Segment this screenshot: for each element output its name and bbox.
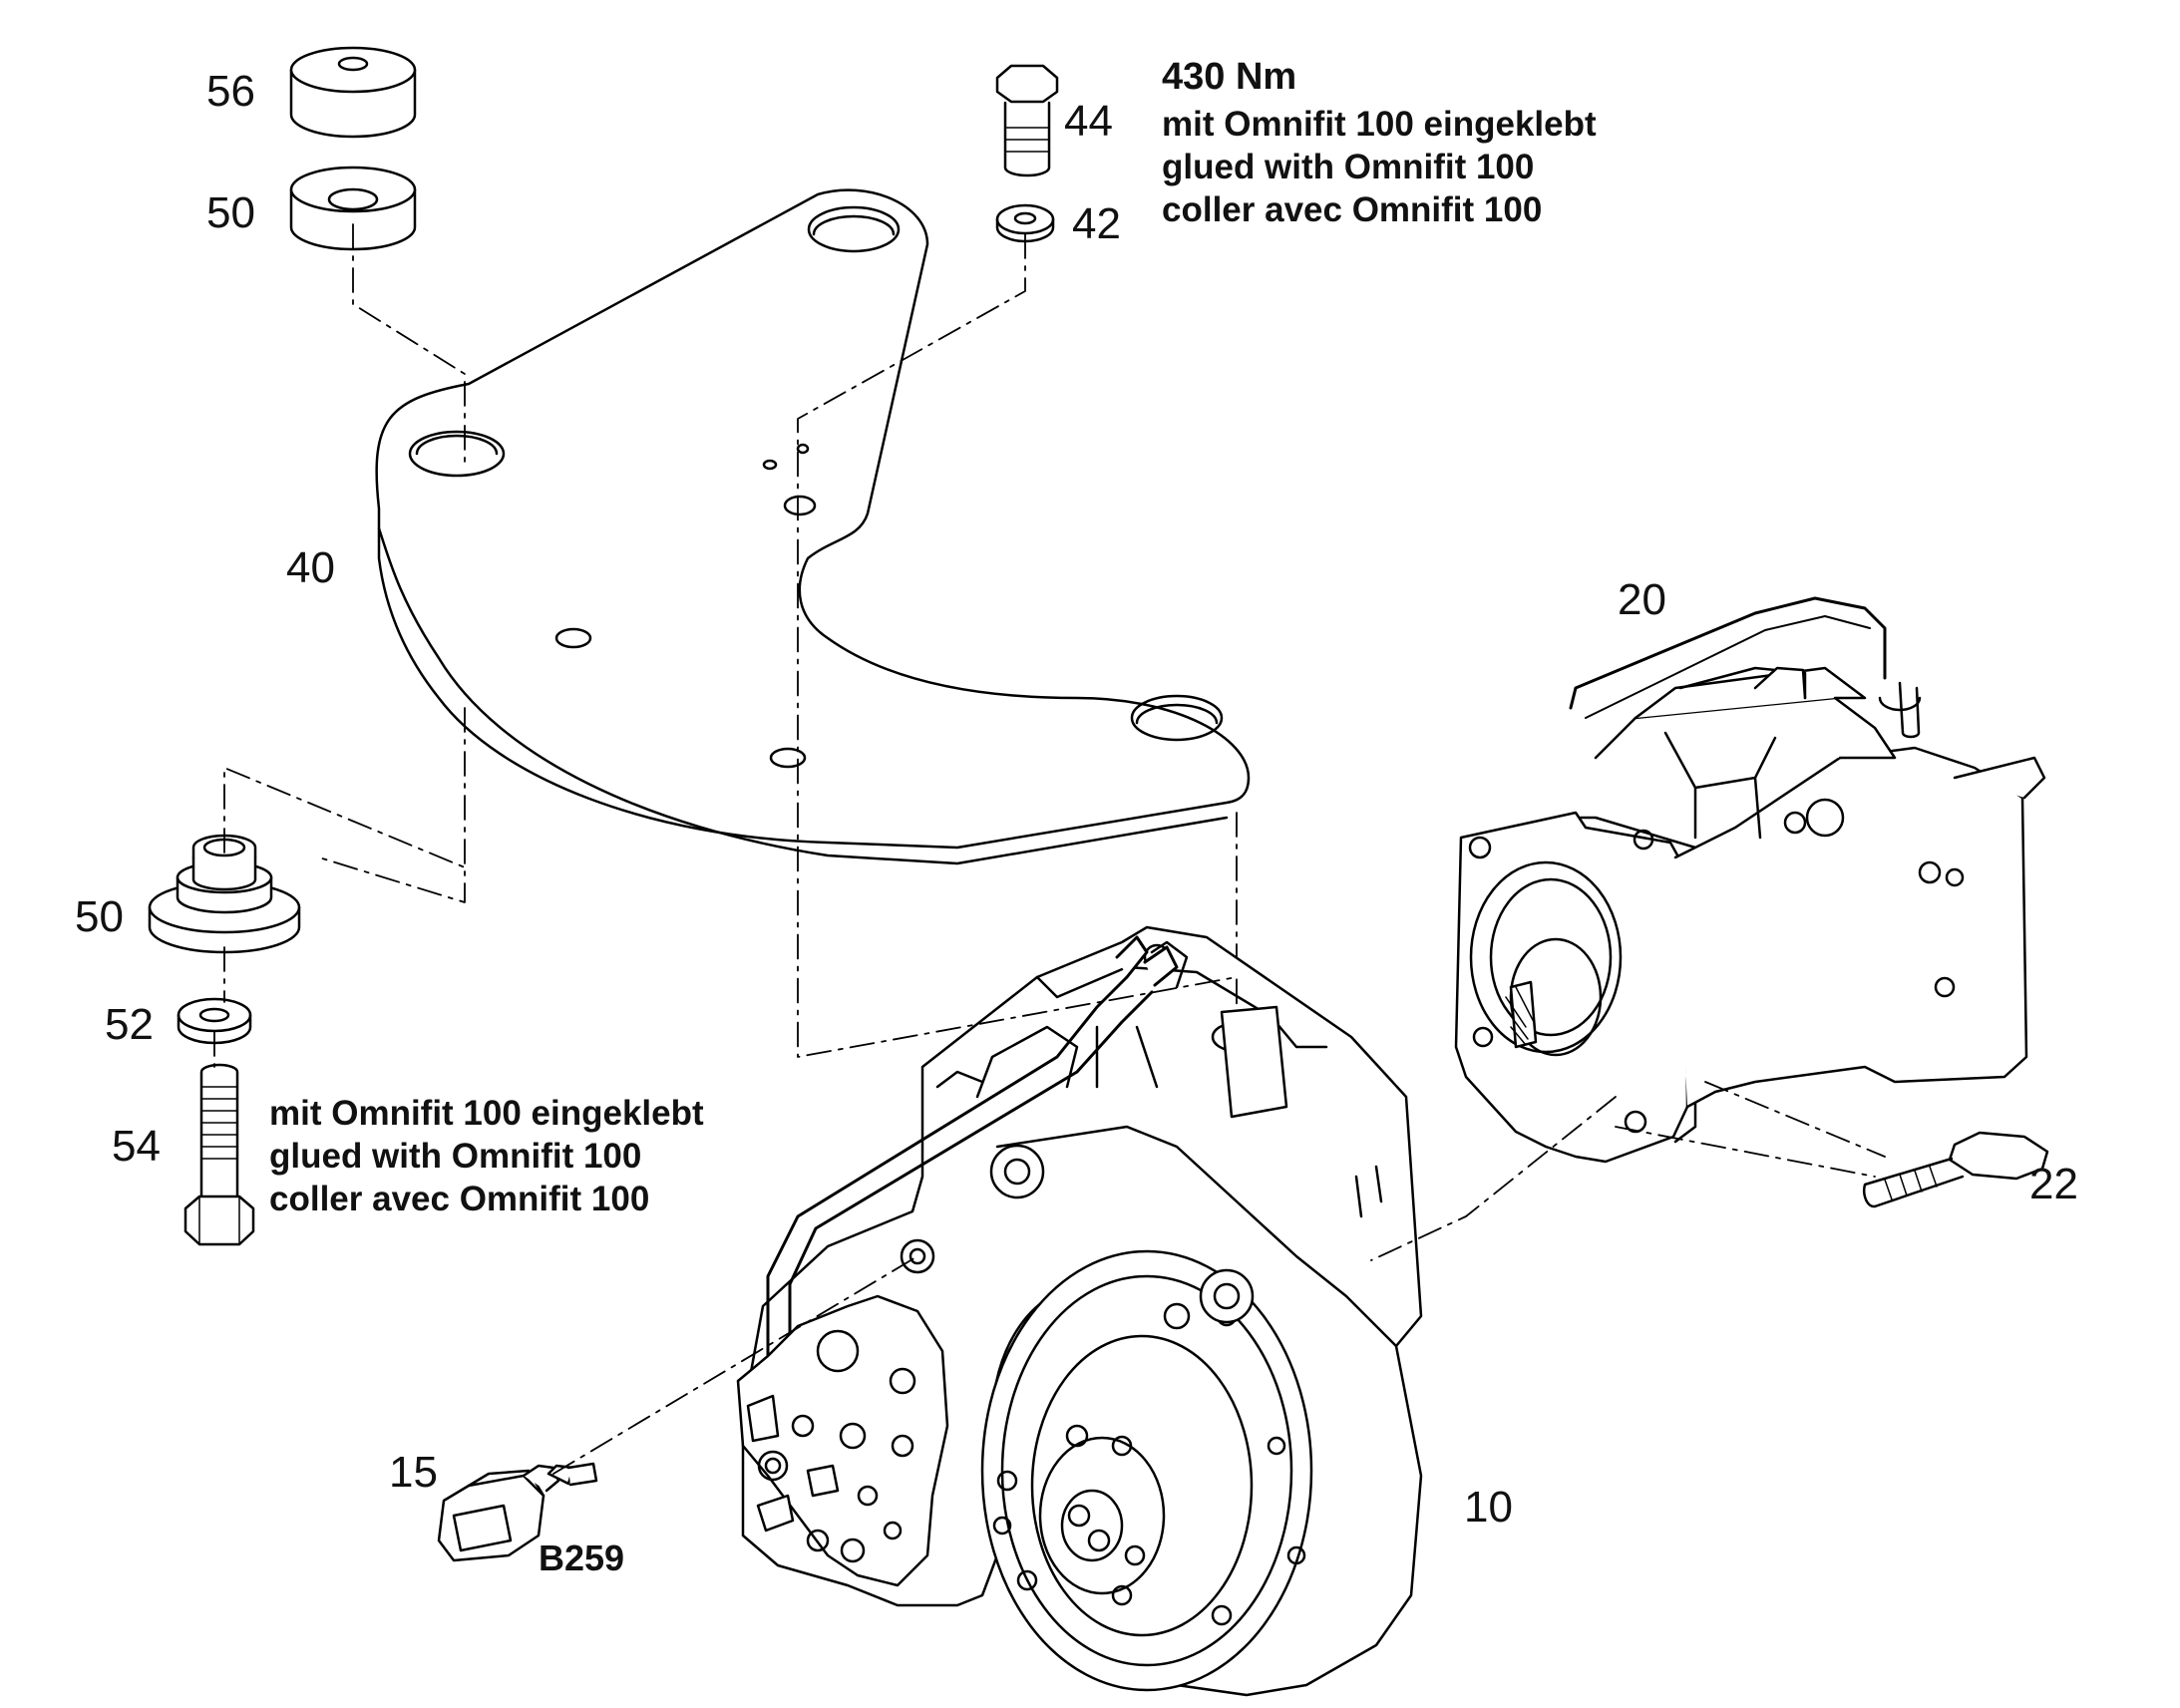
part-40-bracket-plate <box>375 188 1251 865</box>
callout-54: 54 <box>112 1122 161 1171</box>
callout-52: 52 <box>105 1000 154 1049</box>
callout-22: 22 <box>2029 1160 2078 1208</box>
callout-15: 15 <box>389 1448 438 1497</box>
bolt54-note-fr: coller avec Omnifit 100 <box>269 1180 650 1218</box>
part-50-lower-mount <box>148 834 301 954</box>
callout-50-upper: 50 <box>206 188 255 237</box>
torque-note-en: glued with Omnifit 100 <box>1162 148 1535 186</box>
part-44-bolt <box>995 64 1059 177</box>
callout-10: 10 <box>1464 1483 1513 1532</box>
torque-note-fr: coller avec Omnifit 100 <box>1162 190 1543 229</box>
callout-40: 40 <box>286 543 335 592</box>
part-22-bolt <box>1863 1131 2049 1208</box>
bolt54-note-de: mit Omnifit 100 eingeklebt <box>269 1094 704 1133</box>
callout-b259: B259 <box>539 1537 625 1578</box>
assembly-guide-lines <box>213 223 1886 1475</box>
part-56-buffer <box>289 46 417 139</box>
torque-note-de: mit Omnifit 100 eingeklebt <box>1162 105 1597 144</box>
torque-note-top: 430 Nm mit Omnifit 100 eingeklebt glued … <box>1162 56 1597 231</box>
part-20-hydraulic-pump <box>1454 596 2046 1164</box>
callout-56: 56 <box>206 67 255 116</box>
callout-20: 20 <box>1618 575 1666 624</box>
part-54-bolt <box>183 1063 255 1246</box>
callout-44: 44 <box>1064 97 1113 146</box>
part-52-washer <box>177 997 252 1045</box>
part-50-upper-buffer <box>289 166 417 251</box>
callout-42: 42 <box>1072 199 1121 248</box>
part-10-control-valve-block <box>736 1238 949 1587</box>
torque-value: 430 Nm <box>1162 56 1297 98</box>
callout-50-lower: 50 <box>75 892 124 941</box>
bolt54-note-en: glued with Omnifit 100 <box>269 1137 642 1176</box>
part-15-sensor <box>437 1462 598 1562</box>
bolt54-note: mit Omnifit 100 eingeklebt glued with Om… <box>269 1092 704 1220</box>
